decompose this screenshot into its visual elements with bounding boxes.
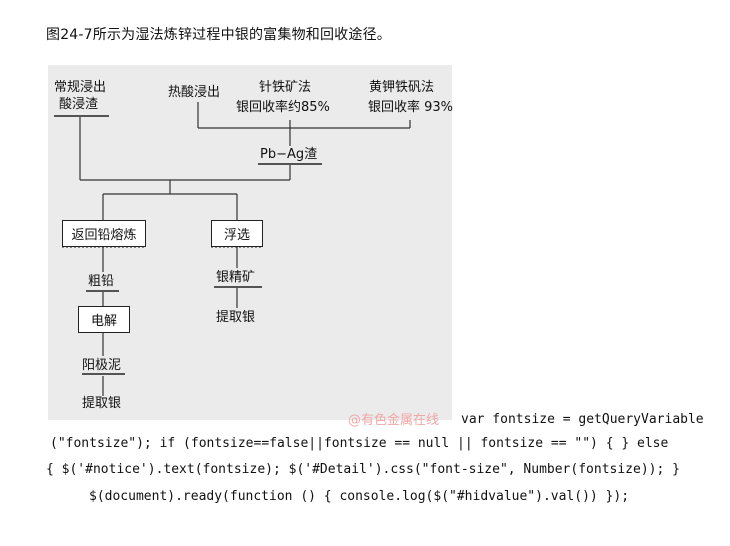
code-text-line-3: { $('#notice').text(fontsize); $('#Detai… xyxy=(46,462,680,477)
node-pb-ag-residue: Pb−Ag渣 xyxy=(260,147,318,162)
electrolysis-label: 电解 xyxy=(90,314,117,329)
code-text-line-2: ("fontsize"); if (fontsize==false||fonts… xyxy=(50,436,669,451)
figure-caption: 图24-7所示为湿法炼锌过程中银的富集物和回收途径。 xyxy=(46,27,391,43)
node-anode-slime: 阳极泥 xyxy=(82,358,122,373)
node-goethite-process: 针铁矿法 xyxy=(259,80,312,95)
node-jarosite-recovery: 银回收率 93% xyxy=(368,100,454,115)
code-text-line-4: $(document).ready(function () { console.… xyxy=(89,489,630,504)
watermark: @有色金属在线 xyxy=(348,413,440,428)
node-hot-acid-leach: 热酸浸出 xyxy=(168,85,221,100)
node-goethite-recovery: 银回收率约85% xyxy=(236,100,330,115)
node-extract-silver-right: 提取银 xyxy=(216,310,256,325)
node-conventional-leach: 常规浸出 xyxy=(54,80,107,95)
return-lead-smelting-label: 返回铅熔炼 xyxy=(71,228,137,243)
node-crude-lead: 粗铅 xyxy=(88,274,115,289)
code-text-line-1: var fontsize = getQueryVariable xyxy=(461,412,704,427)
node-silver-concentrate: 银精矿 xyxy=(216,270,256,285)
node-acid-leach-residue: 酸浸渣 xyxy=(59,97,99,112)
node-electrolysis: 电解 xyxy=(78,306,130,333)
flotation-label: 浮选 xyxy=(223,228,250,243)
node-flotation: 浮选 xyxy=(211,220,263,247)
node-return-lead-smelting: 返回铅熔炼 xyxy=(62,220,146,247)
node-extract-silver-left: 提取银 xyxy=(82,396,122,411)
node-jarosite-process: 黄钾铁矾法 xyxy=(369,80,435,95)
